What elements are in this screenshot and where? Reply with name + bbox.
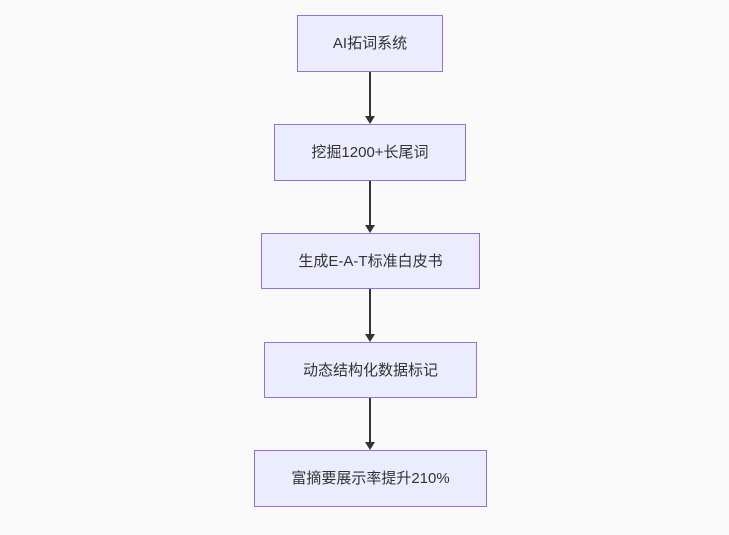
flow-node-longtail-mining: 挖掘1200+长尾词 xyxy=(274,124,466,181)
flow-node-label: 动态结构化数据标记 xyxy=(302,361,438,379)
flow-node-label: AI拓词系统 xyxy=(332,35,408,52)
edge-line xyxy=(369,289,371,334)
edge-line xyxy=(369,398,371,442)
flow-edge-4 xyxy=(364,398,376,450)
edge-line xyxy=(369,181,371,225)
flow-node-structured-data: 动态结构化数据标记 xyxy=(264,342,477,398)
flow-node-rich-snippet-result: 富摘要展示率提升210% xyxy=(254,450,487,507)
arrowhead-down-icon xyxy=(365,116,375,124)
edge-line xyxy=(369,72,371,116)
arrowhead-down-icon xyxy=(365,225,375,233)
flow-node-label: 富摘要展示率提升210% xyxy=(291,470,450,487)
flow-edge-1 xyxy=(364,72,376,124)
arrowhead-down-icon xyxy=(365,334,375,342)
flow-node-ai-word-system: AI拓词系统 xyxy=(297,15,443,72)
flow-node-label: 生成E-A-T标准白皮书 xyxy=(298,252,443,270)
flow-edge-2 xyxy=(364,181,376,233)
arrowhead-down-icon xyxy=(365,442,375,450)
flow-node-label: 挖掘1200+长尾词 xyxy=(311,144,429,161)
flow-edge-3 xyxy=(364,289,376,342)
flow-node-eat-whitepaper: 生成E-A-T标准白皮书 xyxy=(261,233,480,289)
